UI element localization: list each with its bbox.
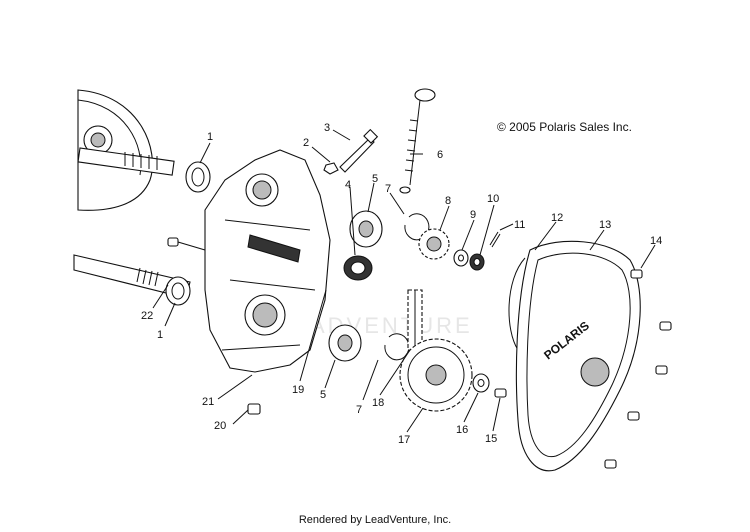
cover-bolts: [604, 269, 672, 469]
nut-2: [323, 162, 339, 175]
callout-7-lower: 7: [356, 404, 362, 416]
callout-15: 15: [485, 433, 497, 445]
washer-9: [453, 249, 469, 267]
callout-1-lower: 1: [157, 329, 163, 341]
seal-1-lower: [165, 276, 191, 306]
footer-credit: Rendered by LeadVenture, Inc.: [298, 514, 452, 526]
bolt-3: [339, 128, 379, 173]
gasket-12: [508, 257, 526, 351]
callout-5-lower: 5: [320, 389, 326, 401]
callout-2: 2: [303, 137, 309, 149]
chain-18: [407, 289, 423, 351]
callout-18: 18: [372, 397, 384, 409]
sprocket-8: [418, 228, 450, 260]
washer-16: [472, 373, 490, 393]
callout-1-top: 1: [207, 131, 213, 143]
callout-5-upper: 5: [372, 173, 378, 185]
callout-3: 3: [324, 122, 330, 134]
chaincase-cover-13: POLARIS: [515, 240, 641, 472]
cotter-pin-11: [489, 231, 501, 248]
callout-22: 22: [141, 310, 153, 322]
callout-11: 11: [514, 219, 525, 231]
dipstick-6: [399, 88, 436, 194]
copyright-text: © 2005 Polaris Sales Inc.: [497, 120, 632, 134]
tensioner-4: [343, 255, 373, 281]
callout-9: 9: [470, 209, 476, 221]
bolt-15: [494, 388, 507, 398]
drive-sheave: [77, 89, 175, 211]
callout-4: 4: [345, 179, 351, 191]
seal-1-top: [185, 161, 211, 193]
nut-10: [469, 253, 485, 271]
chaincase-inner: [204, 149, 331, 373]
leader-lines: [152, 129, 656, 433]
callout-17: 17: [398, 434, 410, 446]
callout-20: 20: [214, 420, 226, 432]
plug-20: [247, 403, 261, 415]
snap-ring-7-lower: [384, 333, 410, 361]
callout-6: 6: [437, 149, 443, 161]
bolt-22: [167, 237, 206, 251]
gear-17: [399, 338, 473, 412]
bearing-5-lower: [328, 324, 362, 362]
callout-19: 19: [292, 384, 304, 396]
callout-21: 21: [202, 396, 214, 408]
callout-16: 16: [456, 424, 468, 436]
callout-13: 13: [599, 219, 611, 231]
callout-12: 12: [551, 212, 563, 224]
callout-8: 8: [445, 195, 451, 207]
callout-10: 10: [487, 193, 499, 205]
callout-14: 14: [650, 235, 662, 247]
bearing-5-upper: [349, 210, 383, 248]
callout-7-upper: 7: [385, 183, 391, 195]
